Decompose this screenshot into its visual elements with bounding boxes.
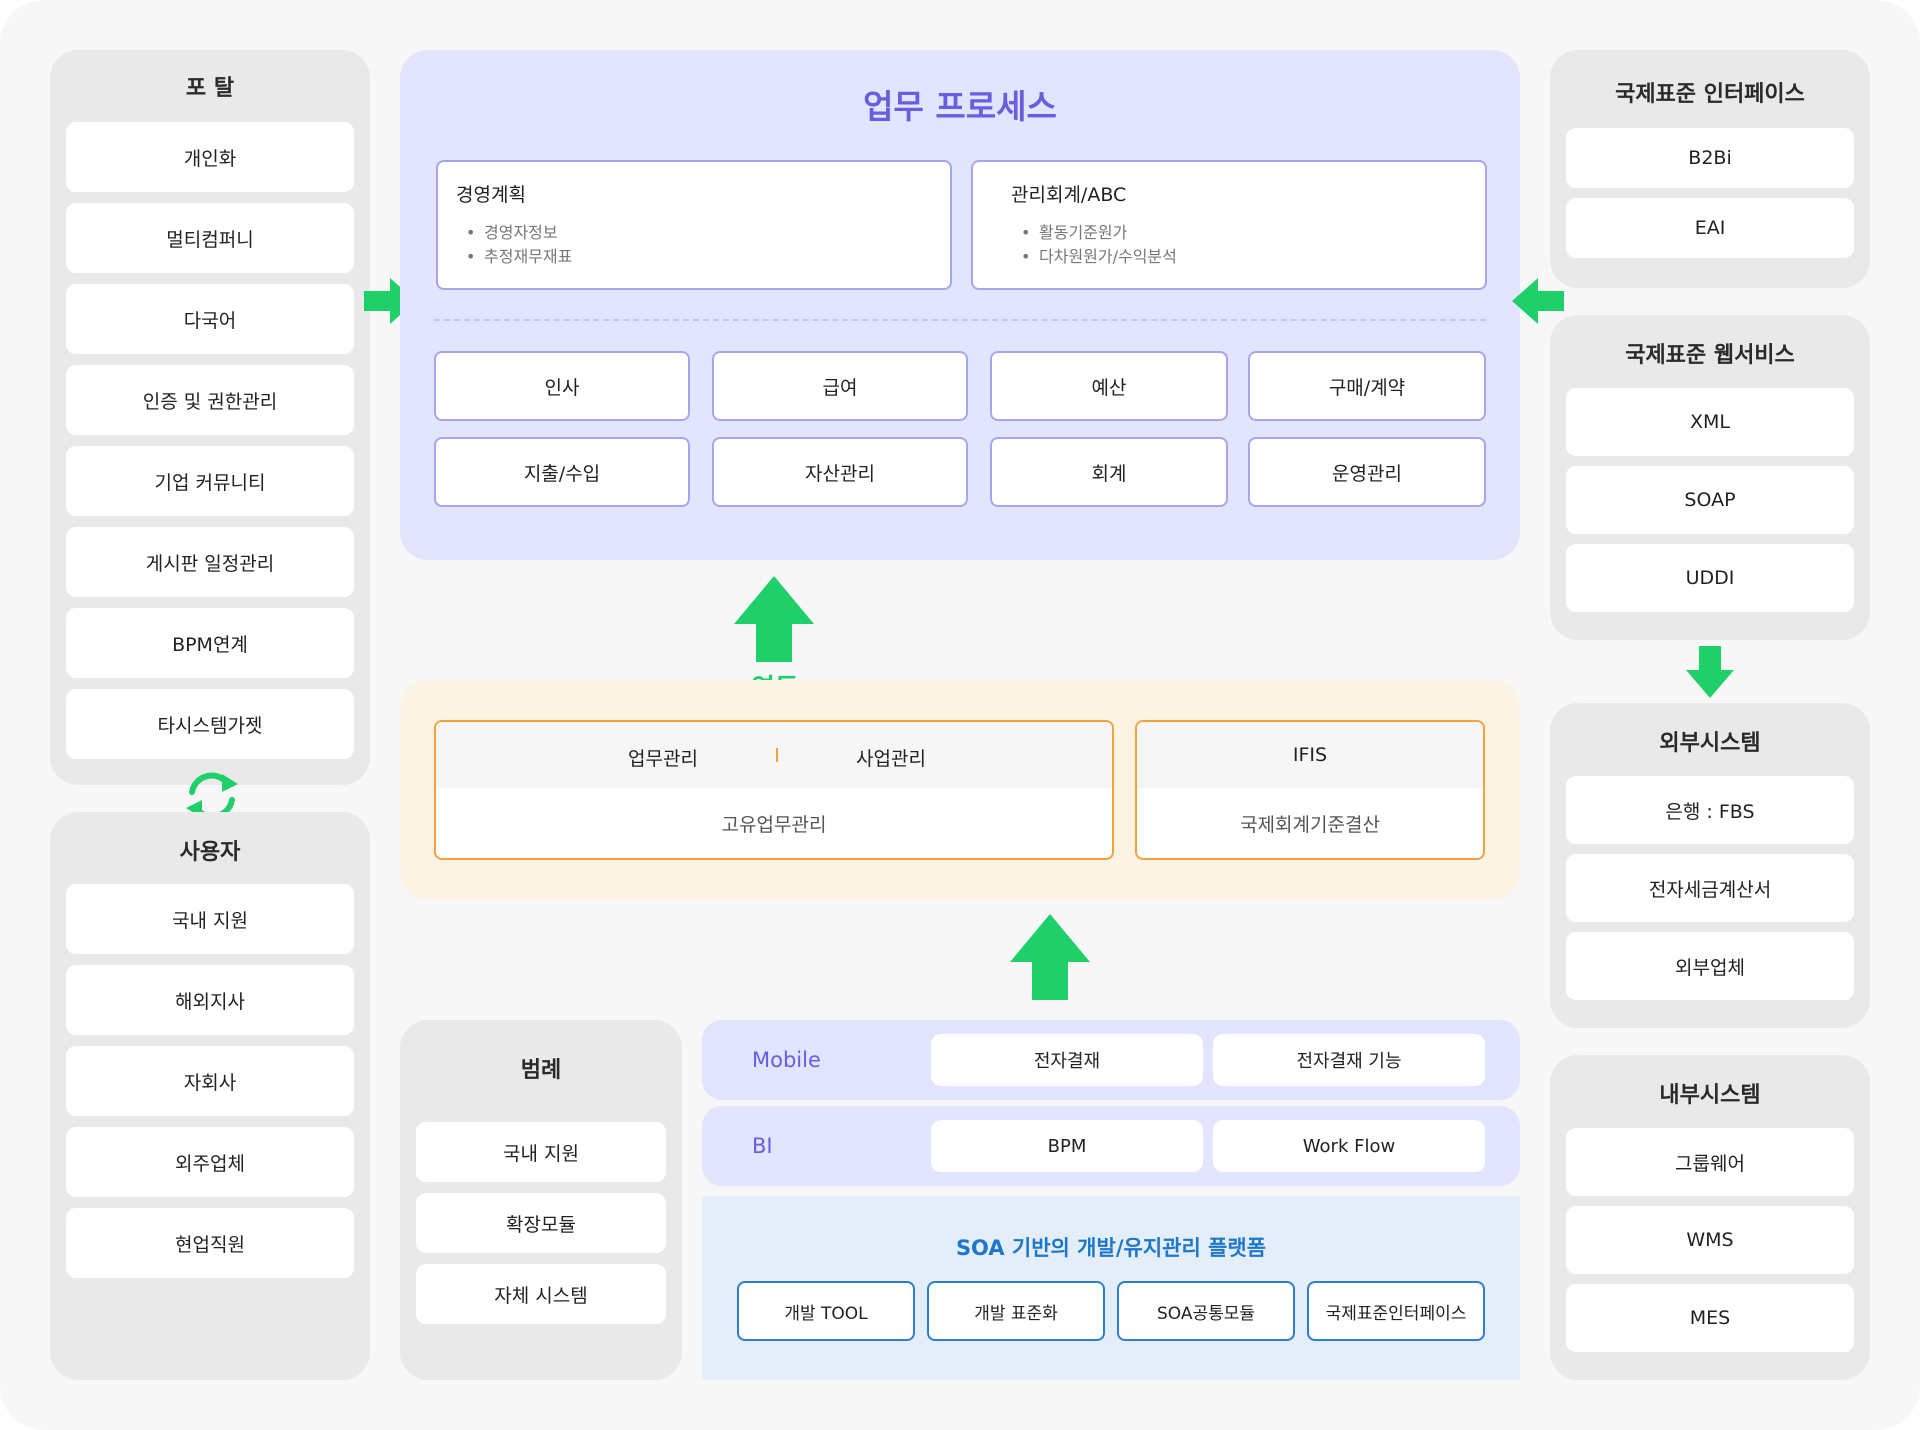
legend-item: 국내 지원 <box>416 1122 666 1182</box>
ifis-label: IFIS <box>1292 744 1328 766</box>
intl-webservice-item: UDDI <box>1566 544 1854 612</box>
linkage-head-b: 사업관리 <box>856 748 926 770</box>
module-box: 예산 <box>990 351 1228 421</box>
external-item: 외부업체 <box>1566 932 1854 1000</box>
module-box: 운영관리 <box>1248 437 1486 507</box>
linkage-panel: 업무관리 사업관리 고유업무관리 IFIS 국제회계기준결산 <box>400 680 1520 900</box>
module-box: 자산관리 <box>712 437 968 507</box>
intl-interface-title: 국제표준 인터페이스 <box>1615 82 1805 107</box>
mobile-item: 전자결재 <box>931 1034 1203 1086</box>
users-panel: 사용자 국내 지원 해외지사 자회사 외주업체 현업직원 <box>50 812 370 1380</box>
linkage-body: 국제회계기준결산 <box>1240 813 1380 836</box>
linkage-body: 고유업무관리 <box>721 813 827 836</box>
plan-item: 활동기준원가 <box>1011 221 1467 245</box>
soa-item: 개발 표준화 <box>927 1281 1105 1341</box>
internal-item: WMS <box>1566 1206 1854 1274</box>
portal-item: 타시스템가젯 <box>66 689 354 759</box>
intl-webservice-item: SOAP <box>1566 466 1854 534</box>
users-item: 외주업체 <box>66 1127 354 1197</box>
intl-interface-panel: 국제표준 인터페이스 B2Bi EAI <box>1550 50 1870 288</box>
external-title: 외부시스템 <box>1659 731 1761 756</box>
module-box: 회계 <box>990 437 1228 507</box>
bi-item: Work Flow <box>1213 1120 1485 1172</box>
external-item: 은행 : FBS <box>1566 776 1854 844</box>
soa-item: SOA공통모듈 <box>1117 1281 1295 1341</box>
bi-label: BI <box>752 1134 773 1158</box>
intl-webservice-panel: 국제표준 웹서비스 XML SOAP UDDI <box>1550 315 1870 640</box>
intl-interface-item: EAI <box>1566 198 1854 258</box>
legend-title: 범례 <box>520 1058 562 1083</box>
intl-webservice-item: XML <box>1566 388 1854 456</box>
internal-item: MES <box>1566 1284 1854 1352</box>
portal-item: 개인화 <box>66 122 354 192</box>
soa-item: 개발 TOOL <box>737 1281 915 1341</box>
internal-item: 그룹웨어 <box>1566 1128 1854 1196</box>
arrow-up-icon <box>1010 914 1090 1000</box>
portal-item: 다국어 <box>66 284 354 354</box>
bi-row: BI BPM Work Flow <box>702 1106 1520 1186</box>
head-separator <box>776 748 778 762</box>
plan-card: 관리회계/ABC 활동기준원가 다차원원가/수익분석 <box>971 160 1487 290</box>
users-title: 사용자 <box>179 840 241 865</box>
internal-panel: 내부시스템 그룹웨어 WMS MES <box>1550 1055 1870 1380</box>
intl-webservice-title: 국제표준 웹서비스 <box>1625 343 1795 368</box>
plan-card: 경영계획 경영자정보 추정재무재표 <box>436 160 952 290</box>
portal-panel: 포 탈 개인화 멀티컴퍼니 다국어 인증 및 권한관리 기업 커뮤니티 게시판 … <box>50 50 370 785</box>
process-panel: 업무 프로세스 경영계획 경영자정보 추정재무재표 관리회계/ABC 활동기준원… <box>400 50 1520 560</box>
arrow-left-icon <box>1512 278 1564 324</box>
external-item: 전자세금계산서 <box>1566 854 1854 922</box>
plan-title: 관리회계/ABC <box>1011 184 1127 206</box>
internal-title: 내부시스템 <box>1659 1083 1761 1108</box>
plan-title: 경영계획 <box>456 184 526 206</box>
soa-item: 국제표준인터페이스 <box>1307 1281 1485 1341</box>
process-title: 업무 프로세스 <box>863 87 1057 126</box>
users-item: 자회사 <box>66 1046 354 1116</box>
linkage-head-a: 업무관리 <box>628 748 698 770</box>
linkage-head: 업무관리 사업관리 <box>436 722 1112 788</box>
external-panel: 외부시스템 은행 : FBS 전자세금계산서 외부업체 <box>1550 703 1870 1028</box>
mobile-label: Mobile <box>752 1048 821 1072</box>
portal-item: 인증 및 권한관리 <box>66 365 354 435</box>
module-box: 인사 <box>434 351 690 421</box>
portal-item: BPM연계 <box>66 608 354 678</box>
legend-panel: 범례 국내 지원 확장모듈 자체 시스템 <box>400 1020 682 1380</box>
linkage-head: IFIS <box>1137 722 1483 788</box>
portal-item: 기업 커뮤니티 <box>66 446 354 516</box>
portal-item: 게시판 일정관리 <box>66 527 354 597</box>
plan-item: 다차원원가/수익분석 <box>1011 245 1467 269</box>
legend-item: 확장모듈 <box>416 1193 666 1253</box>
divider <box>434 319 1486 321</box>
users-item: 현업직원 <box>66 1208 354 1278</box>
intl-interface-item: B2Bi <box>1566 128 1854 188</box>
module-box: 급여 <box>712 351 968 421</box>
arrow-down-icon <box>1686 646 1734 698</box>
mobile-row: Mobile 전자결재 전자결재 기능 <box>702 1020 1520 1100</box>
linkage-box-left: 업무관리 사업관리 고유업무관리 <box>434 720 1114 860</box>
module-box: 지출/수입 <box>434 437 690 507</box>
module-box: 구매/계약 <box>1248 351 1486 421</box>
linkage-box-right: IFIS 국제회계기준결산 <box>1135 720 1485 860</box>
bi-item: BPM <box>931 1120 1203 1172</box>
portal-item: 멀티컴퍼니 <box>66 203 354 273</box>
portal-title: 포 탈 <box>185 76 235 101</box>
soa-panel: SOA 기반의 개발/유지관리 플랫폼 개발 TOOL 개발 표준화 SOA공통… <box>702 1196 1520 1380</box>
soa-title: SOA 기반의 개발/유지관리 플랫폼 <box>955 1236 1267 1260</box>
users-item: 해외지사 <box>66 965 354 1035</box>
plan-item: 추정재무재표 <box>456 245 932 269</box>
legend-item: 자체 시스템 <box>416 1264 666 1324</box>
mobile-item: 전자결재 기능 <box>1213 1034 1485 1086</box>
plan-item: 경영자정보 <box>456 221 932 245</box>
users-item: 국내 지원 <box>66 884 354 954</box>
arrow-up-icon <box>734 576 814 662</box>
